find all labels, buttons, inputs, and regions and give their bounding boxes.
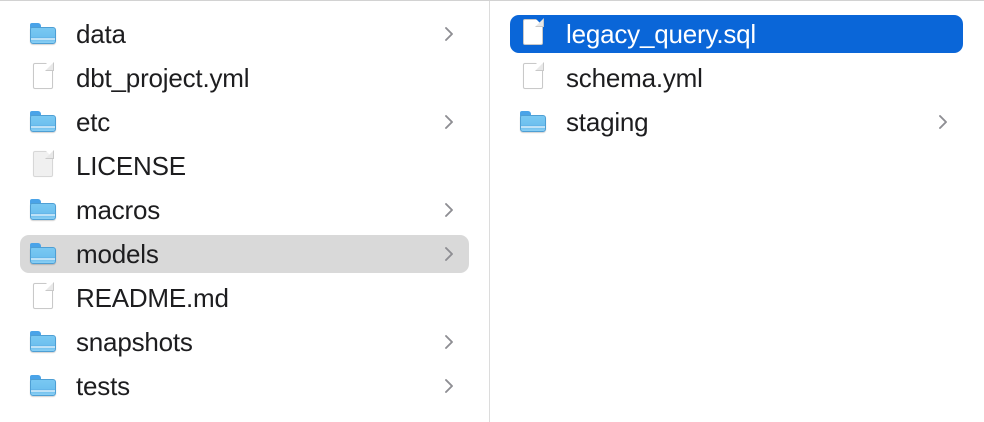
chevron-right-icon [442,112,456,132]
folder-row[interactable]: models [0,232,489,276]
folder-row[interactable]: macros [0,188,489,232]
row-label: LICENSE [76,151,186,181]
folder-icon [520,111,546,132]
folder-icon [30,243,56,264]
folder-row[interactable]: data [0,12,489,56]
row-icon [30,107,56,137]
chevron-right-icon [936,112,950,132]
folder-row[interactable]: staging [490,100,983,144]
row-icon [30,19,56,49]
row-label: etc [76,107,111,137]
row-icon [30,371,56,401]
row-selection-highlight [20,235,469,273]
row-label: staging [566,107,649,137]
folder-icon [30,23,56,44]
chevron-right-icon [442,332,456,352]
row-icon [520,18,546,49]
file-row[interactable]: legacy_query.sql [490,12,983,56]
document-icon [523,62,544,89]
folder-row[interactable]: etc [0,100,489,144]
row-icon [30,239,56,269]
plain-document-icon [33,150,54,177]
row-label: snapshots [76,327,193,357]
folder-icon [30,111,56,132]
chevron-right-icon [442,200,456,220]
folder-row[interactable]: snapshots [0,320,489,364]
file-row[interactable]: README.md [0,276,489,320]
row-label: dbt_project.yml [76,63,250,93]
document-icon [33,62,54,89]
row-label: README.md [76,283,229,313]
row-label: models [76,239,159,269]
chevron-right-icon [442,244,456,264]
row-label: tests [76,371,130,401]
row-icon [520,107,546,137]
row-icon [30,195,56,225]
file-column-models[interactable]: legacy_query.sql schema.yml staging [490,1,983,422]
chevron-right-icon [442,376,456,396]
file-row[interactable]: dbt_project.yml [0,56,489,100]
file-row[interactable]: LICENSE [0,144,489,188]
folder-icon [30,331,56,352]
folder-row[interactable]: tests [0,364,489,408]
row-icon [30,327,56,357]
row-label: schema.yml [566,63,703,93]
chevron-right-icon [442,24,456,44]
document-icon [33,282,54,309]
folder-icon [30,199,56,220]
row-icon [520,62,546,93]
file-row[interactable]: schema.yml [490,56,983,100]
row-icon [30,282,56,313]
row-selection-highlight [510,15,963,53]
row-label: macros [76,195,161,225]
row-icon [30,62,56,93]
row-label: data [76,19,126,49]
folder-icon [30,375,56,396]
row-icon [30,150,56,181]
document-icon [523,18,544,45]
row-label: legacy_query.sql [566,19,756,49]
